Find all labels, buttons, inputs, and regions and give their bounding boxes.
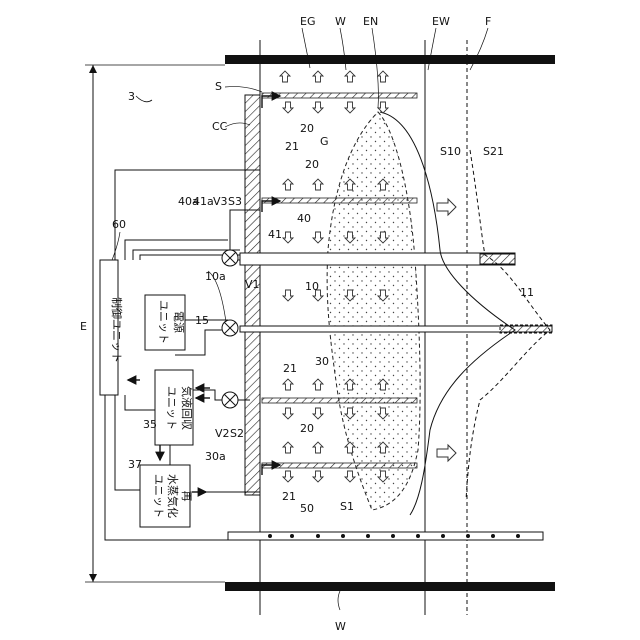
control-unit-label: 制御ユニット — [110, 297, 124, 363]
label-s: S — [215, 80, 222, 93]
label-s1: S1 — [340, 500, 354, 513]
label-21c: 21 — [282, 490, 296, 503]
label-41: 41 — [268, 228, 282, 241]
label-10: 10 — [305, 280, 319, 293]
valve-v3 — [222, 250, 238, 266]
label-15: 15 — [195, 314, 209, 327]
label-20a: 20 — [300, 122, 314, 135]
revapor-unit-label-2: 水蒸気化 — [166, 474, 180, 518]
label-21b: 21 — [283, 362, 297, 375]
label-fig-number: 3 — [128, 90, 135, 103]
label-v2: V2 — [215, 427, 230, 440]
label-v3: V3 — [213, 195, 228, 208]
label-s3: S3 — [228, 195, 242, 208]
label-s2: S2 — [230, 427, 244, 440]
label-30a: 30a — [205, 450, 226, 463]
label-w-bottom: W — [335, 620, 346, 633]
top-wall — [225, 55, 555, 64]
label-21a: 21 — [285, 140, 299, 153]
valve-v2 — [222, 392, 238, 408]
label-s21: S21 — [483, 145, 504, 158]
contaminated-region-g — [327, 112, 420, 510]
flow-arrow-upper — [437, 199, 456, 215]
flow-arrow-lower — [437, 445, 456, 461]
label-30: 30 — [315, 355, 329, 368]
revapor-unit-label-1: 再 — [180, 491, 193, 502]
label-w-top: W — [335, 15, 346, 28]
recovery-unit-label-1: 気液回収 — [180, 386, 194, 430]
well-40 — [240, 253, 515, 265]
label-60: 60 — [112, 218, 126, 231]
label-en: EN — [363, 15, 378, 28]
power-unit-label-1: 電源 — [172, 311, 186, 333]
label-37: 37 — [128, 458, 142, 471]
bottom-wall — [225, 582, 555, 591]
label-f: F — [485, 15, 491, 28]
recovery-unit-label-2: ユニット — [165, 386, 178, 430]
label-11: 11 — [520, 286, 534, 299]
label-35: 35 — [143, 418, 157, 431]
electrode-11 — [500, 325, 552, 333]
power-unit-label-2: ユニット — [157, 300, 170, 344]
label-20c: 20 — [300, 422, 314, 435]
pipe-entries — [262, 96, 280, 475]
label-e: E — [80, 320, 87, 333]
sensor-bar-50 — [228, 532, 543, 540]
cover-cc — [245, 95, 260, 495]
revapor-unit-label-3: ユニット — [152, 474, 165, 518]
label-50: 50 — [300, 502, 314, 515]
label-40: 40 — [297, 212, 311, 225]
label-eg: EG — [300, 15, 315, 28]
label-20b: 20 — [305, 158, 319, 171]
valve-v1 — [222, 320, 238, 336]
label-41a: 41a — [193, 195, 214, 208]
label-s10: S10 — [440, 145, 461, 158]
label-ew: EW — [432, 15, 450, 28]
label-v1: V1 — [245, 278, 260, 291]
label-g: G — [320, 135, 329, 148]
